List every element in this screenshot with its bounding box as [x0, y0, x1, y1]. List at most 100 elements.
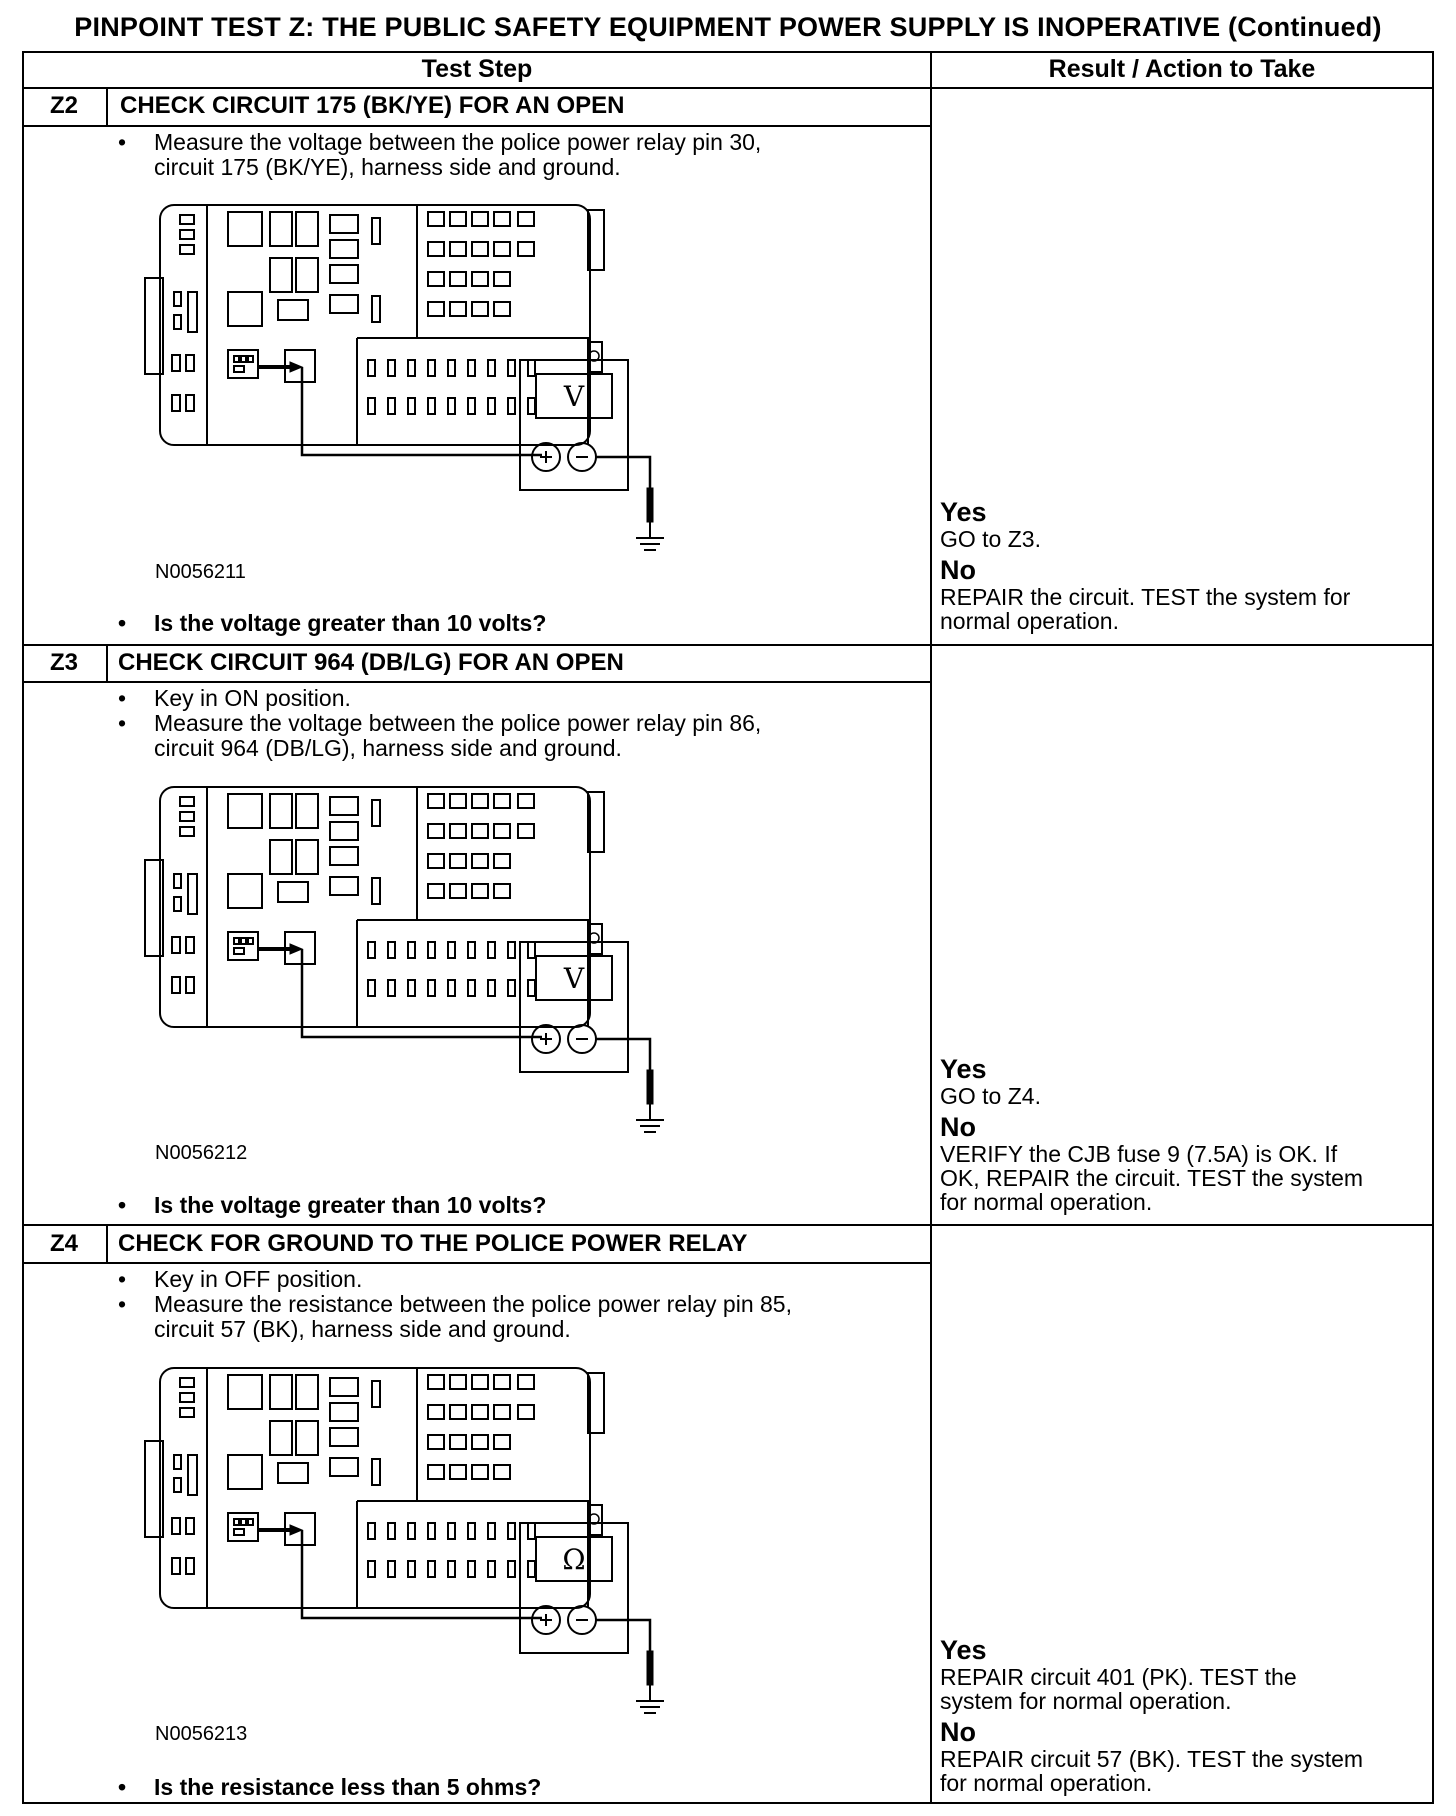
mini-fuse [367, 941, 376, 959]
mini-fuse [449, 883, 467, 899]
probe-tip [289, 943, 304, 955]
fuse-slot [179, 214, 195, 225]
mini-fuse [527, 1560, 536, 1578]
relay-box-housing [159, 786, 591, 1028]
mini-fuse [517, 241, 535, 257]
yes-label: Yes [940, 497, 987, 527]
meter-symbol: Ω [562, 1543, 585, 1576]
result-block: Yes GO to Z4. No VERIFY the CJB fuse 9 (… [940, 1054, 1430, 1214]
mini-fuse [427, 241, 445, 257]
relay-box-housing [159, 1367, 591, 1609]
relay-box-housing [159, 204, 591, 446]
housing-divider [357, 919, 589, 1027]
mini-fuse [493, 823, 511, 839]
mini-fuse [407, 979, 416, 997]
mini-fuse [447, 979, 456, 997]
housing-tab [587, 791, 605, 853]
fuse-slot [187, 873, 198, 915]
mini-fuse [427, 941, 436, 959]
housing-tab [587, 1372, 605, 1434]
mini-fuse [471, 853, 489, 869]
fuse-slot [179, 826, 195, 837]
mini-fuse [493, 1404, 511, 1420]
mini-fuse [449, 1404, 467, 1420]
instruction-text: Measure the voltage between the police p… [154, 129, 762, 180]
mini-fuse [471, 823, 489, 839]
mini-fuse [367, 1522, 376, 1540]
mini-fuse [449, 301, 467, 317]
relay-box-figure: V [144, 786, 664, 1133]
relay-terminal [247, 355, 254, 363]
mini-fuse [527, 941, 536, 959]
step-id-divider [106, 645, 108, 681]
no-action: REPAIR circuit 57 (BK). TEST the system … [940, 1746, 1364, 1796]
fuse-slot [179, 1377, 195, 1388]
yes-action: REPAIR circuit 401 (PK). TEST the system… [940, 1664, 1297, 1714]
mini-fuse [407, 1560, 416, 1578]
mini-fuse [517, 823, 535, 839]
relay-socket [227, 211, 263, 247]
yes-action: GO to Z4. [940, 1083, 1041, 1109]
mini-fuse [449, 1434, 467, 1450]
fuse-slot [185, 936, 195, 954]
bullet-glyph: • [118, 1774, 127, 1800]
housing-divider [357, 1500, 589, 1608]
question-text: Is the voltage greater than 10 volts? [154, 1192, 547, 1218]
multimeter-display [535, 1536, 613, 1582]
header-test-step: Test Step [421, 55, 533, 83]
relay-terminal [240, 355, 247, 363]
mini-fuse [493, 271, 511, 287]
step-divider [24, 644, 1432, 646]
step-title-divider [24, 1262, 930, 1264]
mini-fuse [449, 211, 467, 227]
mini-fuse [407, 941, 416, 959]
probe-tip [289, 361, 304, 373]
mini-fuse [449, 271, 467, 287]
mini-fuse [427, 823, 445, 839]
no-label: No [940, 1112, 976, 1142]
mini-fuse [449, 853, 467, 869]
relay-socket [227, 873, 263, 909]
relay-socket [269, 1420, 293, 1456]
fuse-slot [179, 229, 195, 240]
mini-fuse [407, 1522, 416, 1540]
figure-id: N0056212 [155, 1142, 248, 1164]
fuse-slot [179, 244, 195, 255]
figure-id: N0056213 [155, 1723, 248, 1745]
mini-fuse [471, 1404, 489, 1420]
test-lead-negative [596, 1037, 652, 1072]
mini-fuse [487, 979, 496, 997]
relay-terminal [233, 1528, 245, 1536]
multimeter-body [519, 941, 629, 1073]
relay-terminal [233, 937, 240, 945]
test-lead-negative [596, 455, 652, 490]
fuse-slot [371, 877, 381, 905]
relay-terminal [247, 1518, 254, 1526]
result-block: Yes GO to Z3. No REPAIR the circuit. TES… [940, 497, 1430, 633]
mini-fuse [427, 1404, 445, 1420]
fuse-slot [371, 295, 381, 323]
mini-fuse [517, 211, 535, 227]
fuse-slot [171, 936, 181, 954]
relay-socket [269, 257, 293, 293]
step-title-divider [24, 681, 930, 683]
housing-tab [144, 1440, 164, 1538]
bullet-glyph: • [118, 1266, 127, 1292]
relay-socket [269, 211, 293, 247]
mini-fuse [387, 979, 396, 997]
mini-fuse [471, 301, 489, 317]
relay-terminal [233, 1518, 240, 1526]
positive-terminal [531, 442, 561, 472]
fuse-slot [173, 291, 182, 307]
mini-fuse [471, 1434, 489, 1450]
mini-fuse [517, 793, 535, 809]
mini-fuse [493, 883, 511, 899]
fuse-slot [179, 796, 195, 807]
mini-fuse [447, 941, 456, 959]
mini-relay [329, 796, 359, 816]
mini-fuse [487, 941, 496, 959]
mini-fuse [493, 241, 511, 257]
relay-terminal [233, 947, 245, 955]
relay-socket [295, 839, 319, 875]
pinpoint-table: Test Step Result / Action to Take Z2 CHE… [22, 51, 1434, 1804]
